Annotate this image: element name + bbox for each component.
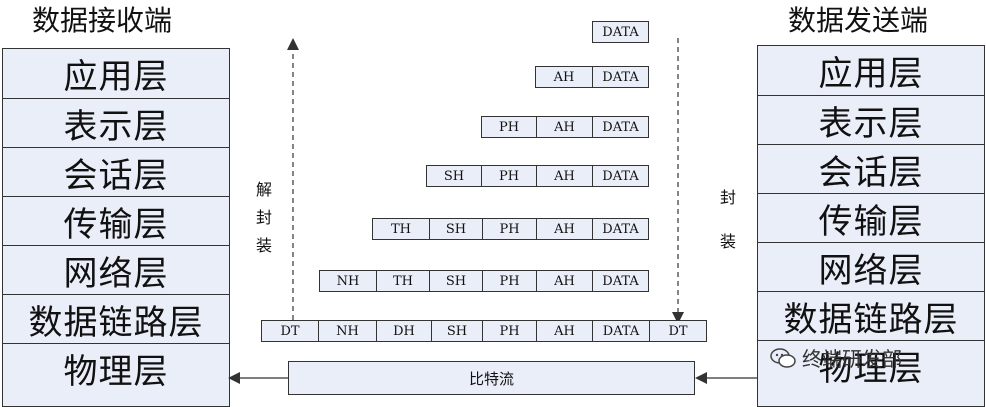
- receiver-layer-application: 应用层: [3, 49, 229, 98]
- sender-layer-network: 网络层: [758, 242, 984, 291]
- bitstream-bar: 比特流: [288, 361, 695, 395]
- pdu-frame-dt-left: DT: [261, 320, 319, 342]
- pdu-session-data: DATA: [592, 116, 649, 138]
- sender-layer-physical: 物理层: [758, 340, 984, 389]
- decap-label: 解 封 装: [255, 180, 272, 255]
- pdu-frame-dh: DH: [376, 320, 432, 342]
- encap-label: 封 装: [719, 188, 736, 251]
- receiver-layer-transport: 传输层: [3, 196, 229, 245]
- receiver-layer-session: 会话层: [3, 147, 229, 196]
- pdu-transport-ph: PH: [481, 165, 537, 187]
- pdu-network-sh: SH: [429, 218, 483, 240]
- sender-layer-presentation: 表示层: [758, 95, 984, 144]
- wechat-icon: [770, 347, 796, 368]
- pdu-datalink-sh: SH: [429, 270, 483, 292]
- receiver-layer-physical: 物理层: [3, 343, 229, 392]
- pdu-datalink-ah: AH: [536, 270, 593, 292]
- pdu-frame-dt-right: DT: [649, 320, 707, 342]
- pdu-session-ah: AH: [536, 116, 593, 138]
- pdu-datalink-nh: NH: [319, 270, 377, 292]
- pdu-session-ph: PH: [481, 116, 537, 138]
- receiver-layer-datalink: 数据链路层: [3, 294, 229, 343]
- receiver-title: 数据接收端: [32, 4, 173, 37]
- pdu-transport-ah: AH: [536, 165, 593, 187]
- pdu-frame-sh: SH: [431, 320, 483, 342]
- sender-layer-application: 应用层: [758, 46, 984, 95]
- pdu-presentation-ah: AH: [535, 66, 593, 88]
- watermark: 终端研发部: [770, 343, 902, 372]
- pdu-application-data: DATA: [592, 21, 649, 43]
- sender-layer-datalink: 数据链路层: [758, 291, 984, 340]
- pdu-datalink-th: TH: [376, 270, 430, 292]
- pdu-network-data: DATA: [592, 218, 649, 240]
- pdu-network-th: TH: [372, 218, 430, 240]
- pdu-frame-data: DATA: [592, 320, 650, 342]
- pdu-network-ah: AH: [536, 218, 593, 240]
- receiver-stack: 应用层 表示层 会话层 传输层 网络层 数据链路层 物理层: [2, 48, 230, 407]
- sender-title: 数据发送端: [788, 4, 929, 37]
- sender-layer-transport: 传输层: [758, 193, 984, 242]
- receiver-layer-presentation: 表示层: [3, 98, 229, 147]
- pdu-presentation-data: DATA: [592, 66, 649, 88]
- sender-stack: 应用层 表示层 会话层 传输层 网络层 数据链路层 物理层: [757, 45, 985, 407]
- pdu-datalink-data: DATA: [592, 270, 649, 292]
- pdu-datalink-ph: PH: [482, 270, 537, 292]
- pdu-frame-nh: NH: [318, 320, 377, 342]
- sender-layer-session: 会话层: [758, 144, 984, 193]
- pdu-frame-ph: PH: [482, 320, 537, 342]
- pdu-transport-data: DATA: [592, 165, 649, 187]
- watermark-text: 终端研发部: [802, 347, 902, 371]
- pdu-frame-ah: AH: [536, 320, 593, 342]
- pdu-network-ph: PH: [482, 218, 537, 240]
- pdu-transport-sh: SH: [426, 165, 482, 187]
- receiver-layer-network: 网络层: [3, 245, 229, 294]
